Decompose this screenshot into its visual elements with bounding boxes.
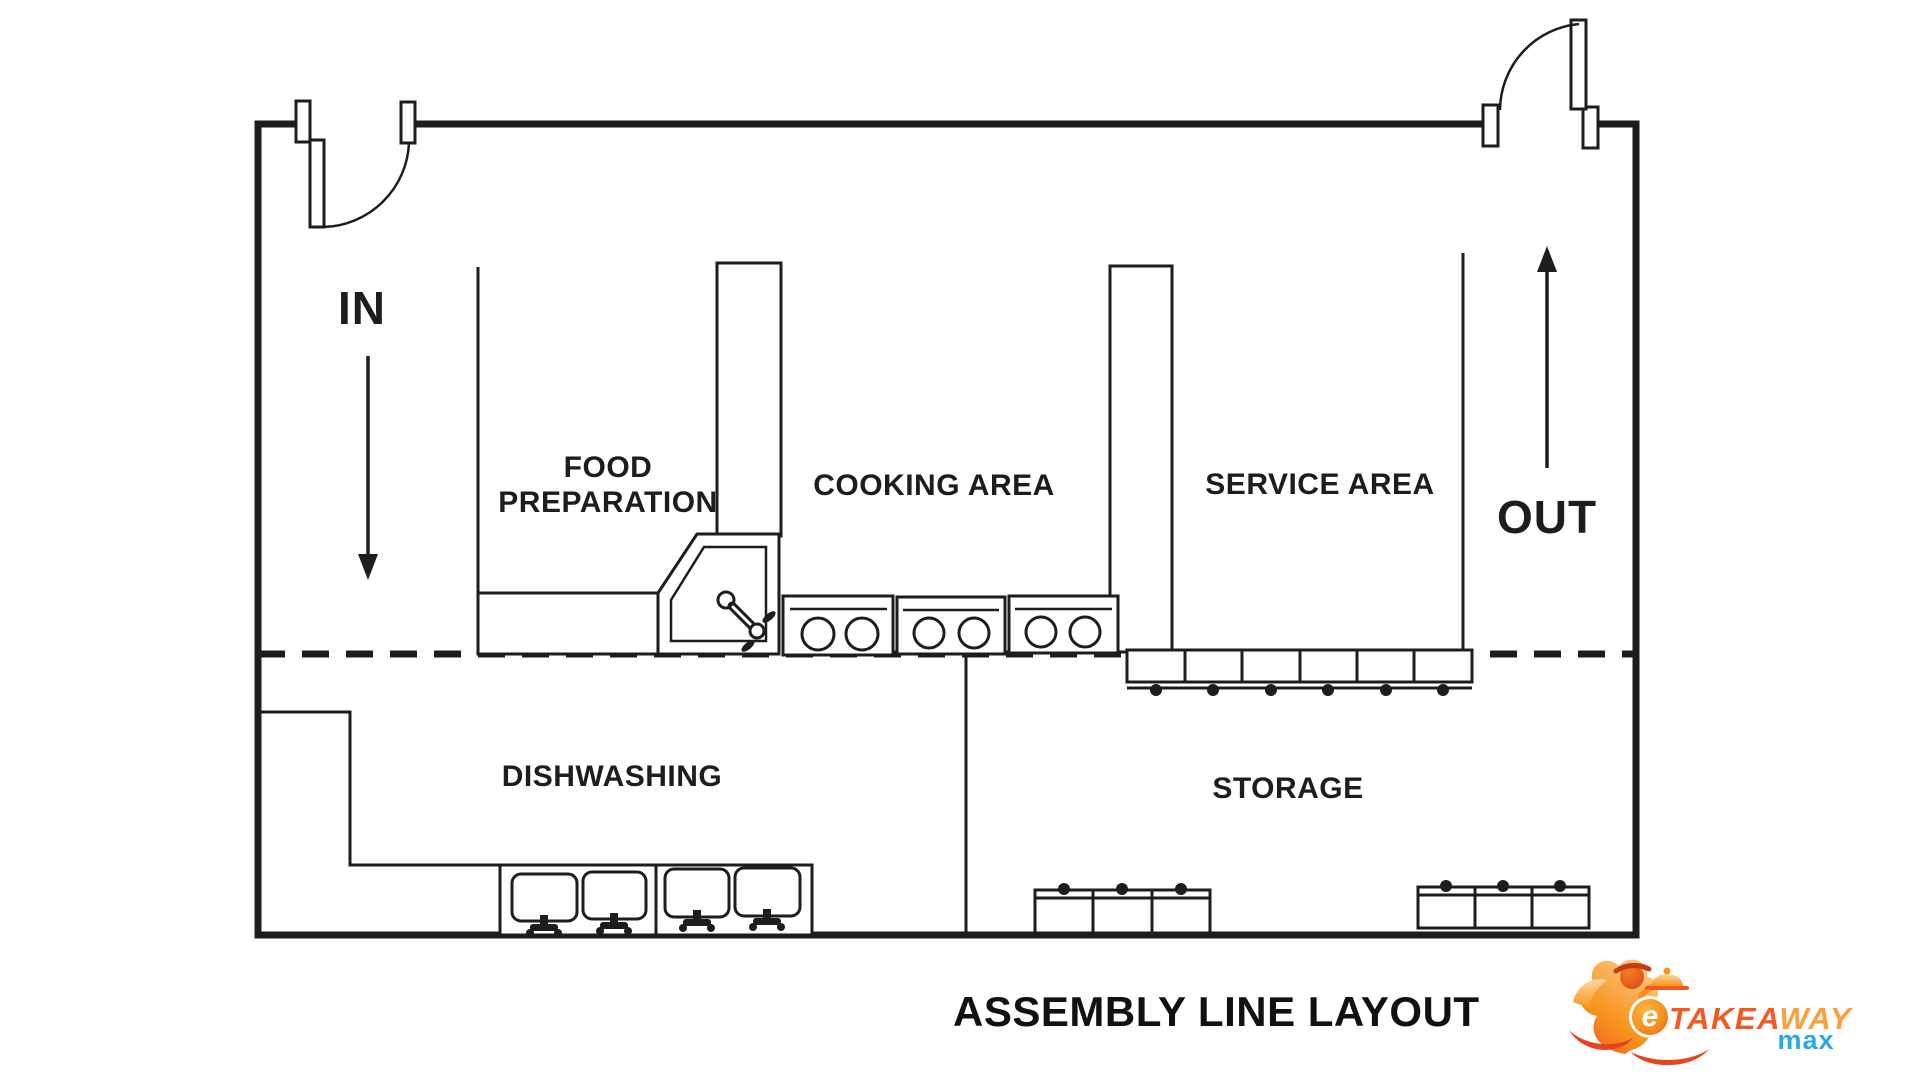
flame-swoosh <box>1631 1049 1709 1066</box>
shelf-unit-row <box>1416 885 1591 930</box>
door-swing-arc <box>1498 22 1580 111</box>
storage-shelves-left <box>1033 883 1212 935</box>
door-swing-arc <box>323 142 411 229</box>
door-leaf <box>1569 18 1588 111</box>
chef-cap <box>1613 963 1652 974</box>
burner <box>1068 615 1102 649</box>
door-leaf <box>308 138 326 229</box>
entry-door-icon <box>294 99 417 229</box>
flame-arm <box>1573 978 1607 1008</box>
prep-corner-sink-icon <box>656 532 781 656</box>
prep-counter-top <box>476 591 660 656</box>
burner <box>1024 615 1058 649</box>
faucet-icon <box>526 915 562 937</box>
shelf-feet <box>1150 684 1449 696</box>
interior-walls <box>258 253 1465 933</box>
exit-door-icon <box>1481 18 1600 150</box>
sink <box>663 867 731 919</box>
burner <box>844 616 880 652</box>
area-label-dishwashing: DISHWASHING <box>501 760 723 793</box>
area-label-storage: STORAGE <box>1212 772 1364 805</box>
sink <box>733 866 802 918</box>
area-label-line: FOOD <box>563 451 653 484</box>
storage-shelves-right <box>1416 880 1591 930</box>
shelf-dividers <box>1183 650 1416 682</box>
faucet-head <box>748 622 766 640</box>
faucet-icon <box>596 913 632 935</box>
stove-line <box>781 594 1120 657</box>
in-arrow-icon <box>358 356 378 580</box>
prep-counter <box>476 591 660 656</box>
area-label-line: PREPARATION <box>498 486 718 519</box>
brand-logo: e TAKEAWAY max <box>1565 950 1920 1078</box>
faucet-arm-inner <box>731 605 754 628</box>
cooking-service-wall <box>1108 264 1174 654</box>
sink <box>510 872 579 923</box>
page-title: ASSEMBLY LINE LAYOUT <box>953 988 1480 1035</box>
shelf-unit-row <box>1033 888 1212 935</box>
chef-head <box>1620 965 1644 989</box>
service-shelf-row <box>1125 648 1474 696</box>
logo-brand-part1: TAKEA <box>1669 1001 1780 1036</box>
door-jamb <box>1481 103 1500 148</box>
flame-swoosh <box>1569 1030 1633 1050</box>
stove-unit <box>1007 594 1120 655</box>
sink-handle <box>762 611 776 623</box>
burner <box>957 616 991 650</box>
dishwashing-bench <box>258 710 502 933</box>
logo-e-badge: e <box>1632 999 1668 1035</box>
area-label-service: SERVICE AREA <box>1205 468 1435 501</box>
sink-basin <box>669 545 768 643</box>
cloche-knob <box>1663 967 1671 975</box>
flow-out-label: OUT <box>1496 491 1598 543</box>
sink <box>581 870 648 921</box>
faucet-icon <box>749 909 785 931</box>
flow-in-label: IN <box>338 282 386 334</box>
burner <box>800 616 836 652</box>
stove-unit <box>781 594 895 657</box>
stove-unit <box>895 595 1007 656</box>
logo-sub-brand: max <box>1777 1025 1835 1055</box>
dishwashing-counter <box>498 863 814 937</box>
logo-brand-text: TAKEAWAY <box>1669 1003 1852 1034</box>
burner <box>912 616 946 650</box>
outer-walls <box>254 120 1640 939</box>
door-jamb <box>399 100 417 145</box>
out-arrow-icon <box>1537 246 1557 468</box>
shelf-feet <box>1440 880 1566 892</box>
door-jamb <box>294 99 312 144</box>
sink-handle <box>741 640 755 652</box>
shelf-feet <box>1058 883 1187 895</box>
area-label-food-preparation: FOOD PREPARATION <box>408 450 808 520</box>
door-jamb <box>1581 105 1600 150</box>
logo-brand-part2: WAY <box>1779 1001 1853 1036</box>
cloche-icon <box>1651 974 1683 986</box>
faucet-icon <box>679 910 715 932</box>
area-label-cooking: COOKING AREA <box>813 469 1055 502</box>
